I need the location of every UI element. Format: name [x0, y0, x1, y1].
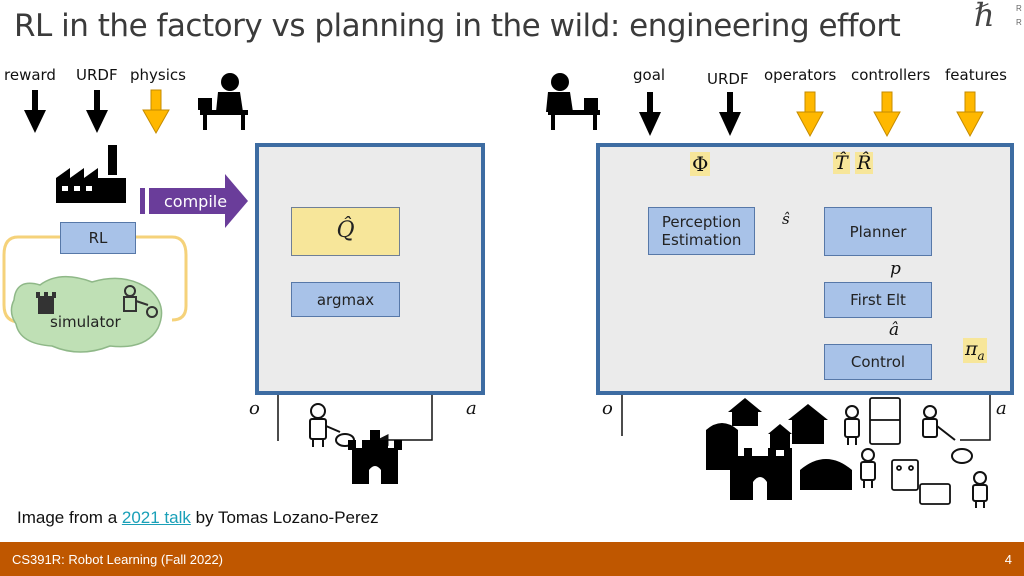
input-label-urdf: URDF [76, 66, 118, 84]
factory-icon [56, 145, 126, 203]
course-name: CS391R: Robot Learning (Fall 2022) [12, 552, 224, 567]
input-arrow-urdf-right [719, 92, 741, 136]
logo-letter-bottom: R [1016, 18, 1022, 27]
input-arrow-goal [639, 92, 661, 136]
simulator-robot-icon [123, 285, 158, 318]
planner-box: Planner [824, 207, 932, 256]
input-label-physics: physics [130, 66, 186, 84]
right-robot-icon-3 [922, 405, 973, 464]
engineer-icon-left [198, 73, 248, 130]
pi-symbol: π [965, 338, 978, 360]
engineer-icon-right [546, 73, 600, 130]
left-castle-icon [348, 430, 402, 484]
caption-suffix: by Tomas Lozano-Perez [190, 508, 379, 527]
pi-a-label: πa [963, 338, 987, 363]
kitchen-appliances-icon [869, 397, 951, 505]
input-label-reward: reward [4, 66, 56, 84]
r-hat-label: R̂ [855, 152, 874, 174]
left-agent-panel [255, 143, 485, 395]
image-caption: Image from a 2021 talk by Tomas Lozano-P… [17, 508, 379, 528]
pi-subscript: a [977, 348, 985, 363]
right-castle-icon [706, 423, 792, 500]
s-hat-label: ŝ [782, 210, 790, 228]
diagram-graphics [2, 73, 991, 508]
page-number: 4 [1004, 552, 1012, 567]
input-label-urdf-right: URDF [707, 70, 749, 88]
input-arrow-urdf [86, 90, 108, 133]
first-elt-box: First Elt [824, 282, 932, 318]
logo-letter-top: R [1016, 4, 1022, 13]
slide-footer: CS391R: Robot Learning (Fall 2022) 4 [0, 542, 1024, 576]
t-hat-label: T̂ [833, 152, 850, 174]
right-agent-panel [596, 143, 1014, 395]
control-box: Control [824, 344, 932, 380]
phi-label: Φ [690, 152, 711, 176]
simulator-castle-icon [36, 292, 56, 314]
simulator-cloud [10, 276, 163, 353]
argmax-box: argmax [291, 282, 400, 317]
input-arrow-features [956, 91, 984, 138]
input-arrow-reward [24, 90, 46, 133]
p-label: p [890, 259, 901, 279]
input-arrow-operators [796, 91, 824, 138]
compile-arrow [140, 174, 248, 228]
input-arrow-physics [142, 89, 170, 135]
logo-mark: ℏ [974, 0, 995, 34]
left-observation-label: o [249, 398, 260, 419]
right-robot-icon-1 [844, 405, 860, 445]
left-robot-icon [309, 403, 355, 447]
houses-icon [728, 398, 852, 490]
right-action-label: a [996, 398, 1007, 419]
input-label-controllers: controllers [851, 66, 931, 84]
perception-line-1: Perception [661, 213, 742, 231]
input-arrow-controllers [873, 91, 901, 138]
rl-box: RL [60, 222, 136, 254]
right-observation-label: o [602, 398, 613, 419]
input-label-goal: goal [633, 66, 666, 84]
left-action-label: a [466, 398, 477, 419]
perception-line-2: Estimation [661, 231, 742, 249]
lab-logo: ℏ R R [968, 0, 1024, 36]
input-label-operators: operators [764, 66, 837, 84]
simulator-label: simulator [50, 313, 121, 331]
q-function-box: Q̂ [291, 207, 400, 256]
right-robot-icon-4 [972, 471, 988, 508]
a-hat-label: â [889, 320, 900, 340]
caption-prefix: Image from a [17, 508, 122, 527]
slide-title: RL in the factory vs planning in the wil… [14, 8, 901, 44]
input-label-features: features [945, 66, 1007, 84]
talk-link[interactable]: 2021 talk [121, 508, 191, 527]
compile-label: compile [164, 192, 228, 211]
right-robot-icon-2 [860, 448, 876, 488]
